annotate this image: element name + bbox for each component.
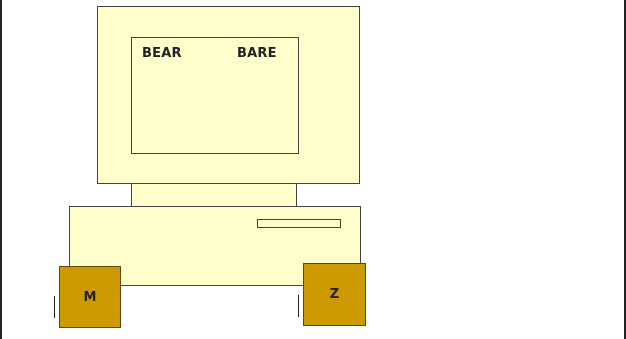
screen-word-right: BARE — [237, 46, 277, 61]
monitor-screen — [131, 37, 299, 154]
left-response-key[interactable]: M — [59, 266, 121, 328]
disk-drive-slot — [257, 219, 341, 228]
screen-word-left: BEAR — [142, 46, 182, 61]
right-response-key-label: Z — [329, 287, 340, 302]
left-key-marker — [54, 296, 55, 318]
right-key-marker — [298, 295, 299, 317]
monitor-stand — [131, 183, 297, 207]
left-response-key-label: M — [83, 289, 97, 305]
right-response-key[interactable]: Z — [303, 263, 366, 326]
